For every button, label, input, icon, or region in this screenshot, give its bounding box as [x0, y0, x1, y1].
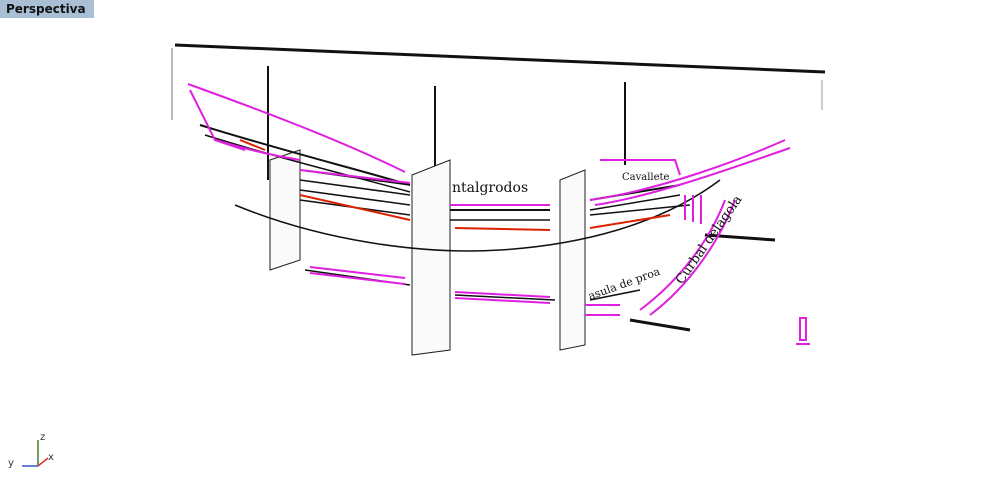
section-planes: [269, 149, 586, 356]
scan-label-c: Curbal delagola: [673, 193, 746, 288]
magenta-marker-object[interactable]: [796, 317, 810, 345]
magenta-curves: [187, 83, 791, 316]
scan-label-d: asula de proa: [587, 265, 663, 303]
scan-label-b: Cavallete: [622, 172, 670, 183]
x-axis-label: x: [48, 452, 54, 463]
scan-background-plane: [171, 43, 826, 332]
viewport-title-tab[interactable]: Perspectiva: [0, 0, 94, 18]
axis-gizmo: z y x: [8, 432, 54, 469]
red-curves: [239, 139, 671, 231]
scan-label-a: ntalgrodos: [452, 180, 528, 196]
scan-labels: ntalgrodos Cavallete Curbal delagola asu…: [452, 172, 746, 303]
x-axis-line: [37, 457, 49, 467]
y-axis-label: y: [8, 458, 14, 469]
z-axis-label: z: [40, 432, 45, 443]
